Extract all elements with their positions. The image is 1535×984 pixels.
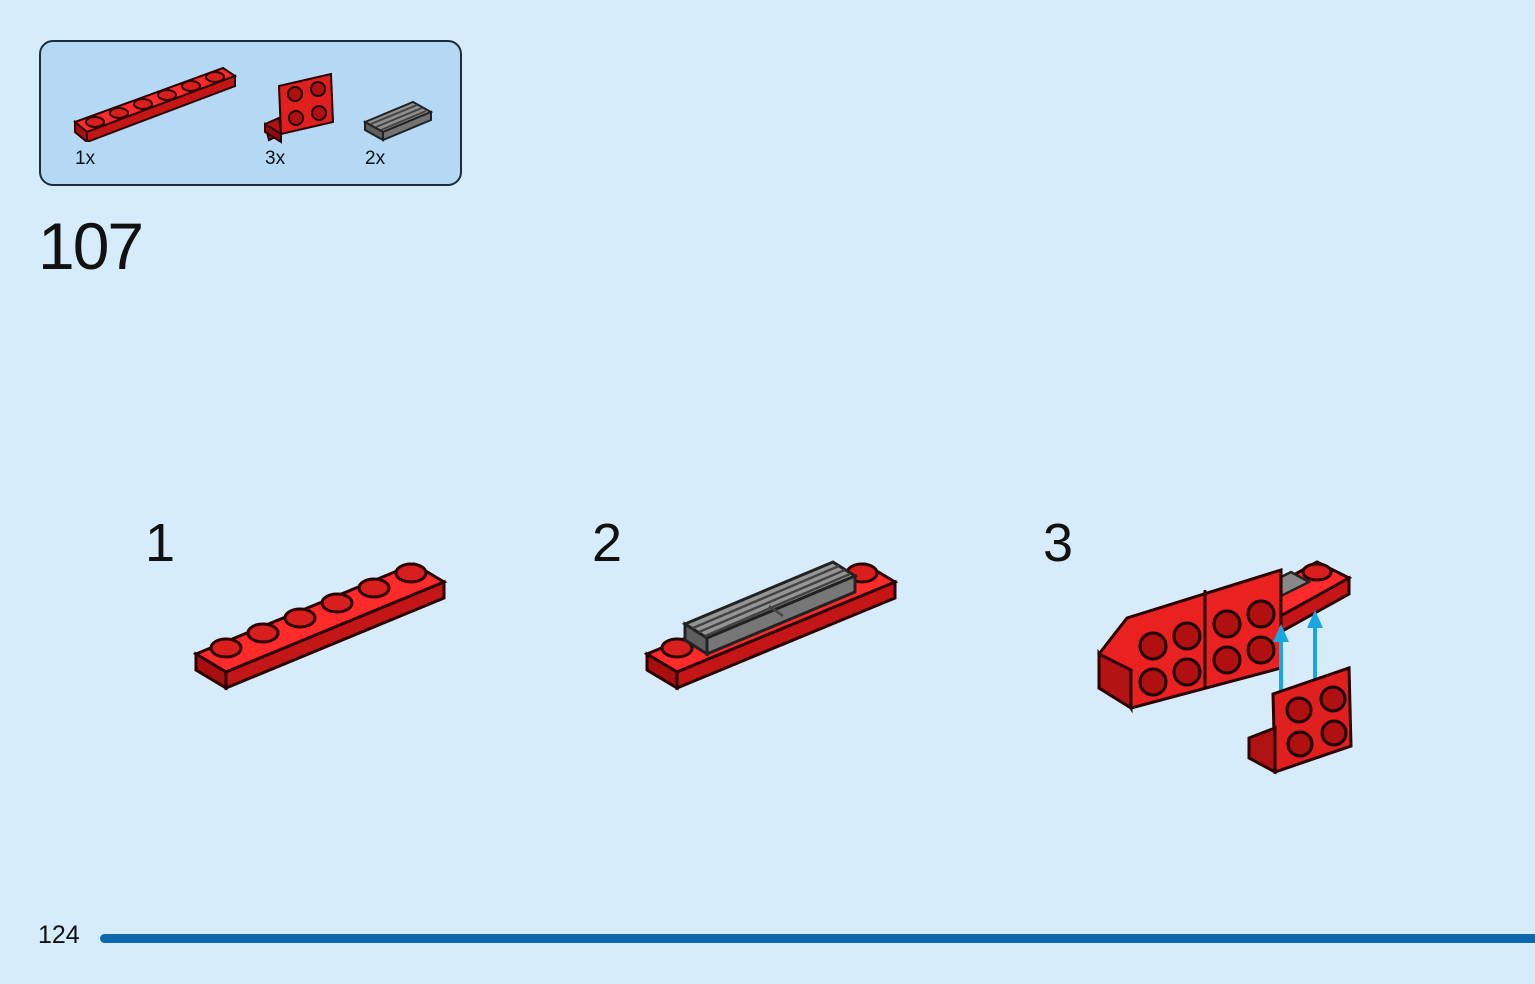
brackets-attach-icon: [1097, 560, 1353, 775]
parts-list-box: 1x 3x 2x: [39, 40, 462, 186]
substep-label: 1: [145, 513, 176, 573]
red-bracket-icon: [263, 72, 335, 144]
part-quantity: 3x: [265, 148, 286, 169]
red-plate-assembly-icon: [192, 562, 448, 691]
plate-with-grille-tiles-icon: [643, 560, 899, 691]
progress-bar: [100, 934, 1535, 943]
step-number: 107: [38, 209, 144, 283]
substep-label: 3: [1043, 513, 1074, 573]
gray-grille-tile-icon: [363, 100, 433, 142]
part-quantity: 2x: [365, 148, 386, 169]
page-number: 124: [38, 921, 80, 949]
red-plate-1x6-icon: [73, 66, 238, 142]
substep-label: 2: [592, 513, 623, 573]
part-quantity: 1x: [75, 148, 96, 169]
